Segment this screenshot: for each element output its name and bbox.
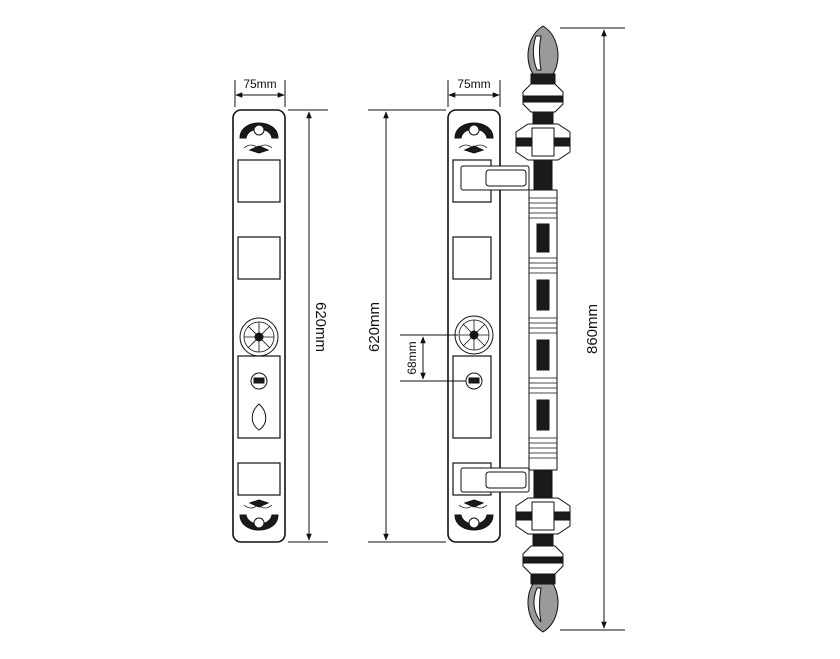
dimension-left-width: 75mm	[234, 77, 286, 107]
dimension-right-width: 75mm	[447, 77, 501, 107]
right-door-plate	[447, 109, 501, 543]
dimension-handle-offset: 68mm	[400, 334, 466, 382]
bottom-ornament-right	[454, 499, 494, 531]
dimension-left-height: 620mm	[288, 109, 329, 543]
handle-bracket-bottom	[460, 467, 530, 493]
dimension-right-height: 620mm	[366, 109, 446, 543]
left-door-plate	[232, 109, 286, 543]
label-75mm-left: 75mm	[243, 77, 276, 91]
label-75mm-right: 75mm	[457, 77, 490, 91]
thumb-turn-left	[251, 403, 267, 431]
handle-bracket-top	[460, 165, 530, 191]
dimension-handle-height: 860mm	[560, 27, 625, 631]
rosette-right	[454, 315, 494, 355]
label-620mm-left: 620mm	[312, 302, 329, 352]
label-68mm: 68mm	[405, 341, 419, 374]
pull-handle	[515, 25, 571, 633]
label-620mm-right: 620mm	[366, 302, 383, 352]
bottom-ornament-left	[239, 499, 279, 531]
shaft-ribs	[529, 197, 557, 459]
top-ornament-left	[239, 122, 279, 154]
top-ornament-right	[454, 122, 494, 154]
rosette-left	[239, 317, 279, 357]
label-860mm: 860mm	[584, 304, 601, 354]
